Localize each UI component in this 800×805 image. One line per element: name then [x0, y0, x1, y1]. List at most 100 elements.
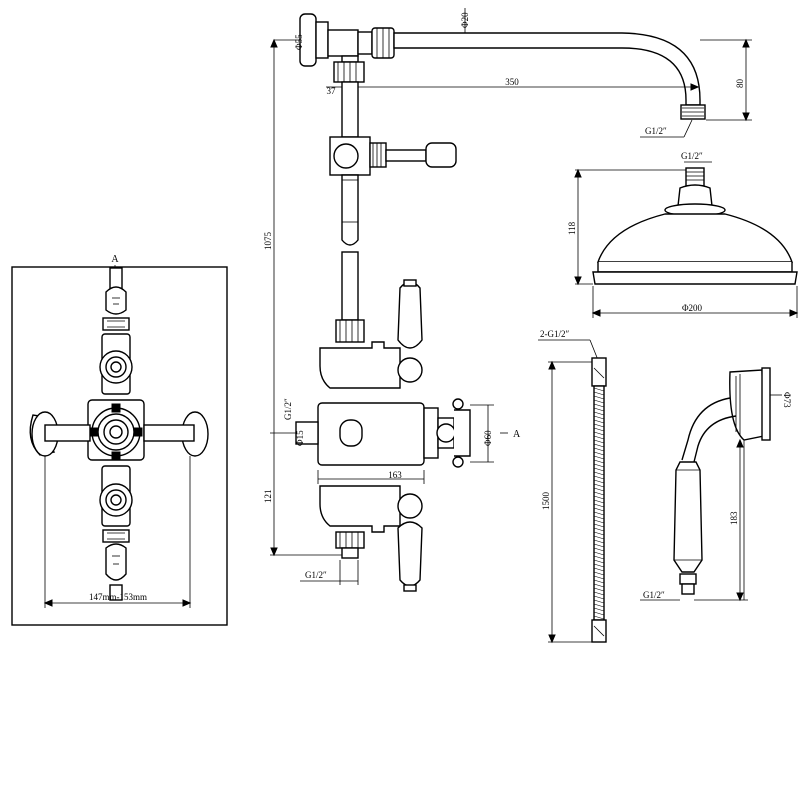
- head-bell: [597, 213, 793, 263]
- front-view: A: [11, 254, 228, 626]
- hose-braid-stroke: [593, 571, 605, 576]
- wall-flange-top: [299, 13, 395, 67]
- riser-top-nut: [333, 61, 365, 83]
- hose-braid-stroke: [593, 403, 605, 408]
- hose-braid-stroke: [593, 519, 605, 524]
- hose-braid-stroke: [593, 515, 605, 520]
- hose-braid-stroke: [593, 499, 605, 504]
- hose-braid-stroke: [593, 487, 605, 492]
- side-section-label: A: [513, 429, 521, 440]
- hose-braid-stroke: [593, 451, 605, 456]
- label-arm-reach: 350: [505, 77, 519, 87]
- hose-braid-stroke: [593, 539, 605, 544]
- hose-braid-stroke: [593, 587, 605, 592]
- hose-body: [593, 385, 605, 621]
- hose-braid-stroke: [593, 435, 605, 440]
- hose-braid-stroke: [593, 395, 605, 400]
- label-body-depth: 163: [388, 470, 402, 480]
- hose-braid-stroke: [593, 543, 605, 548]
- front-right-flange: [143, 411, 209, 457]
- handset-head: [729, 369, 765, 441]
- label-head-thread: G1/2″: [681, 151, 703, 161]
- hose-braid-stroke: [593, 595, 605, 600]
- handset-bracket: [329, 136, 457, 176]
- riser-bottom-nut: [335, 319, 365, 343]
- head-rim: [592, 271, 798, 285]
- hose-braid-stroke: [593, 611, 605, 616]
- hose-braid-stroke: [593, 507, 605, 512]
- label-pipe-dia: Φ20: [460, 12, 470, 28]
- hose-braid-stroke: [593, 391, 605, 396]
- label-total-height: 1075: [263, 232, 273, 251]
- hose-braid-stroke: [593, 579, 605, 584]
- side-main-body: [295, 398, 471, 468]
- front-left-flange: [29, 411, 91, 457]
- hose-braid-stroke: [593, 439, 605, 444]
- hose-braid-stroke: [593, 551, 605, 556]
- side-view: Φ20 Φ55 350 37 80 G1/2″: [263, 8, 752, 592]
- label-arm-outlet: G1/2″: [645, 126, 667, 136]
- hose-braid-stroke: [593, 563, 605, 568]
- riser-upper: [341, 81, 359, 138]
- handset-neck-outer: [681, 397, 731, 461]
- hose-braid-stroke: [593, 491, 605, 496]
- hose-braid-stroke: [593, 531, 605, 536]
- hose-braid-stroke: [593, 407, 605, 412]
- hose-braid-stroke: [593, 411, 605, 416]
- hose-braid-stroke: [593, 483, 605, 488]
- hose-braid-stroke: [593, 603, 605, 608]
- hose-braid-stroke: [593, 423, 605, 428]
- hose-braid-stroke: [593, 547, 605, 552]
- front-width-label: 147mm-153mm: [89, 592, 147, 602]
- label-handset-length: 183: [729, 511, 739, 525]
- hose-braid-stroke: [593, 479, 605, 484]
- side-bottom-valve: [319, 485, 423, 592]
- front-section-label: A: [111, 254, 119, 265]
- front-width-dimension: [43, 456, 192, 608]
- hose-braid-stroke: [593, 447, 605, 452]
- hose-braid-stroke: [593, 523, 605, 528]
- hose-braid-stroke: [593, 615, 605, 620]
- hose-braid-stroke: [593, 495, 605, 500]
- hose-braid-stroke: [593, 583, 605, 588]
- side-top-valve: [319, 279, 423, 389]
- label-arm-drop: 80: [735, 79, 745, 89]
- hose-braid-stroke: [593, 419, 605, 424]
- front-bottom-handle: [102, 529, 130, 581]
- hose-braid-stroke: [593, 555, 605, 560]
- hose-braid-stroke: [593, 471, 605, 476]
- label-inlet-thread: G1/2″: [283, 398, 293, 420]
- riser-glider: [341, 174, 359, 246]
- label-inlet-dia: Φ15: [295, 430, 305, 446]
- hose-braid-stroke: [593, 455, 605, 460]
- hose-braid-stroke: [593, 503, 605, 508]
- hose-braid-stroke: [593, 559, 605, 564]
- hose-braid-stroke: [593, 567, 605, 572]
- label-head-dia: Φ200: [682, 303, 703, 313]
- handset-neck-inner: [693, 415, 737, 463]
- label-handset-dia: Φ73: [782, 392, 792, 408]
- hose-braid-stroke: [593, 511, 605, 516]
- label-flange-dia: Φ55: [294, 34, 304, 50]
- hose-braid-stroke: [593, 399, 605, 404]
- hose-braid-stroke: [593, 427, 605, 432]
- label-hose-thread: 2-G1/2″: [540, 329, 569, 339]
- hose-braid-stroke: [593, 467, 605, 472]
- hose-braid-stroke: [593, 431, 605, 436]
- label-body-dia: Φ60: [483, 430, 493, 446]
- hose-braid-stroke: [593, 475, 605, 480]
- hose-braid-stroke: [593, 575, 605, 580]
- shower-arm: [393, 32, 701, 106]
- handset-grip: [673, 461, 703, 573]
- hose-braid-stroke: [593, 463, 605, 468]
- front-top-handle: [102, 286, 130, 331]
- front-centre-body: [87, 399, 145, 461]
- label-hose-length: 1500: [541, 492, 551, 511]
- hose-braid-stroke: [593, 607, 605, 612]
- front-bottom-pipe: [109, 584, 123, 601]
- label-bottom-thread: G1/2″: [305, 570, 327, 580]
- hose-braid-stroke: [593, 527, 605, 532]
- hose-braid-stroke: [593, 535, 605, 540]
